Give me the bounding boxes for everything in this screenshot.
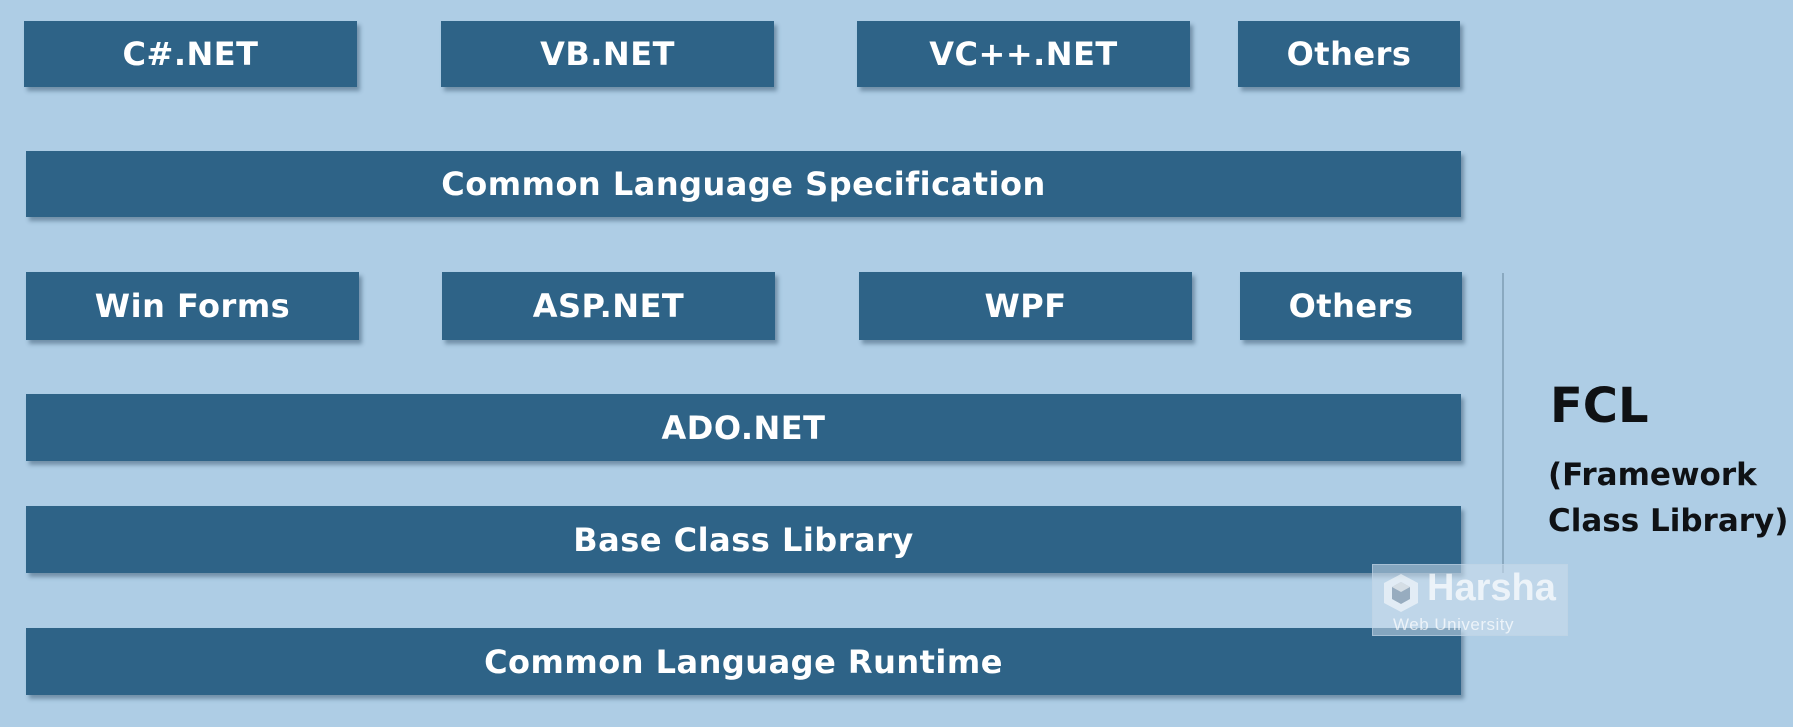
other-languages-box: Others bbox=[1238, 21, 1460, 87]
csharp-net-label: C#.NET bbox=[122, 35, 259, 73]
fcl-subtitle-line2: Class Library) bbox=[1548, 503, 1789, 539]
fcl-divider-line bbox=[1502, 273, 1504, 573]
cls-box: Common Language Specification bbox=[26, 151, 1461, 217]
wpf-label: WPF bbox=[984, 287, 1067, 325]
fcl-subtitle-line1: (Framework bbox=[1548, 457, 1757, 493]
fcl-title: FCL bbox=[1550, 378, 1649, 434]
cls-label: Common Language Specification bbox=[441, 165, 1046, 203]
watermark-name: Harsha bbox=[1427, 567, 1556, 609]
vb-net-label: VB.NET bbox=[540, 35, 675, 73]
watermark: Harsha Web University bbox=[1372, 564, 1568, 636]
win-forms-box: Win Forms bbox=[26, 272, 359, 340]
vb-net-box: VB.NET bbox=[441, 21, 774, 87]
clr-label: Common Language Runtime bbox=[484, 642, 1003, 681]
vcpp-net-label: VC++.NET bbox=[929, 35, 1118, 73]
other-frameworks-box: Others bbox=[1240, 272, 1462, 340]
asp-net-label: ASP.NET bbox=[532, 287, 685, 325]
other-languages-label: Others bbox=[1286, 35, 1412, 73]
ado-net-label: ADO.NET bbox=[661, 408, 826, 447]
watermark-subtitle: Web University bbox=[1393, 615, 1514, 634]
base-class-library-box: Base Class Library bbox=[26, 506, 1461, 573]
asp-net-box: ASP.NET bbox=[442, 272, 775, 340]
wpf-box: WPF bbox=[859, 272, 1192, 340]
fcl-subtitle: (Framework Class Library) bbox=[1548, 452, 1788, 544]
vcpp-net-box: VC++.NET bbox=[857, 21, 1190, 87]
ado-net-box: ADO.NET bbox=[26, 394, 1461, 461]
hexagon-logo-icon bbox=[1384, 574, 1418, 612]
win-forms-label: Win Forms bbox=[94, 287, 291, 325]
base-class-library-label: Base Class Library bbox=[573, 520, 914, 559]
other-frameworks-label: Others bbox=[1288, 287, 1414, 325]
csharp-net-box: C#.NET bbox=[24, 21, 357, 87]
clr-box: Common Language Runtime bbox=[26, 628, 1461, 695]
